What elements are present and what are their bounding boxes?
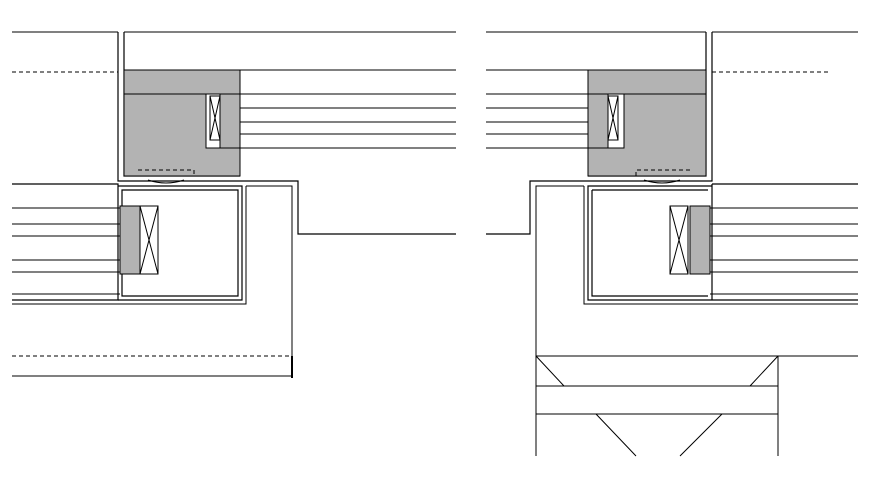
left-lower-gasket [139,205,159,275]
left-upper-gasket-cross [209,95,221,141]
right-lower-frame-box [587,185,712,301]
right-frame-outer [486,32,713,235]
right-detail [486,31,858,457]
left-lower-gasket-cross [139,205,159,275]
right-grey-strip [587,93,609,149]
left-upper-grey-block [123,69,241,95]
left-lower-frame-outer [12,186,247,305]
left-jamb-line [246,185,293,376]
right-lower-gasket [669,205,689,275]
right-upper-gasket [607,95,619,141]
right-lower-gasket-cross [669,205,689,275]
left-detail [12,31,456,378]
right-upper-gasket-cross [607,95,619,141]
left-seal-curve [147,179,185,184]
right-lower-grey-block [689,205,711,275]
left-lower-frame-box [118,185,243,301]
right-jamb-line [535,185,584,456]
right-lower-grey-block [587,93,707,177]
right-lower-frame-outer [583,186,858,305]
right-upper-grey-block [587,69,707,95]
left-dashed-seal [138,169,195,176]
left-upper-gasket [209,95,221,141]
right-lower-glazing-lines [710,207,858,295]
left-lower-grey-block [119,205,141,275]
right-lower-frame-right [712,183,858,301]
right-lower-frame-inner [591,189,708,297]
left-upper-glazing-lines [240,69,456,149]
right-beam-top-chamfers [535,355,779,387]
right-dashed-seal [635,169,690,176]
right-upper-glazing-lines [486,69,588,149]
right-beam-bottom-chamfers [595,413,723,457]
left-lower-frame-left [12,183,119,301]
left-frame-outer [117,32,456,235]
right-seal-curve [643,179,681,184]
left-lower-glazing-lines [12,207,120,295]
left-grey-strip [219,93,241,149]
